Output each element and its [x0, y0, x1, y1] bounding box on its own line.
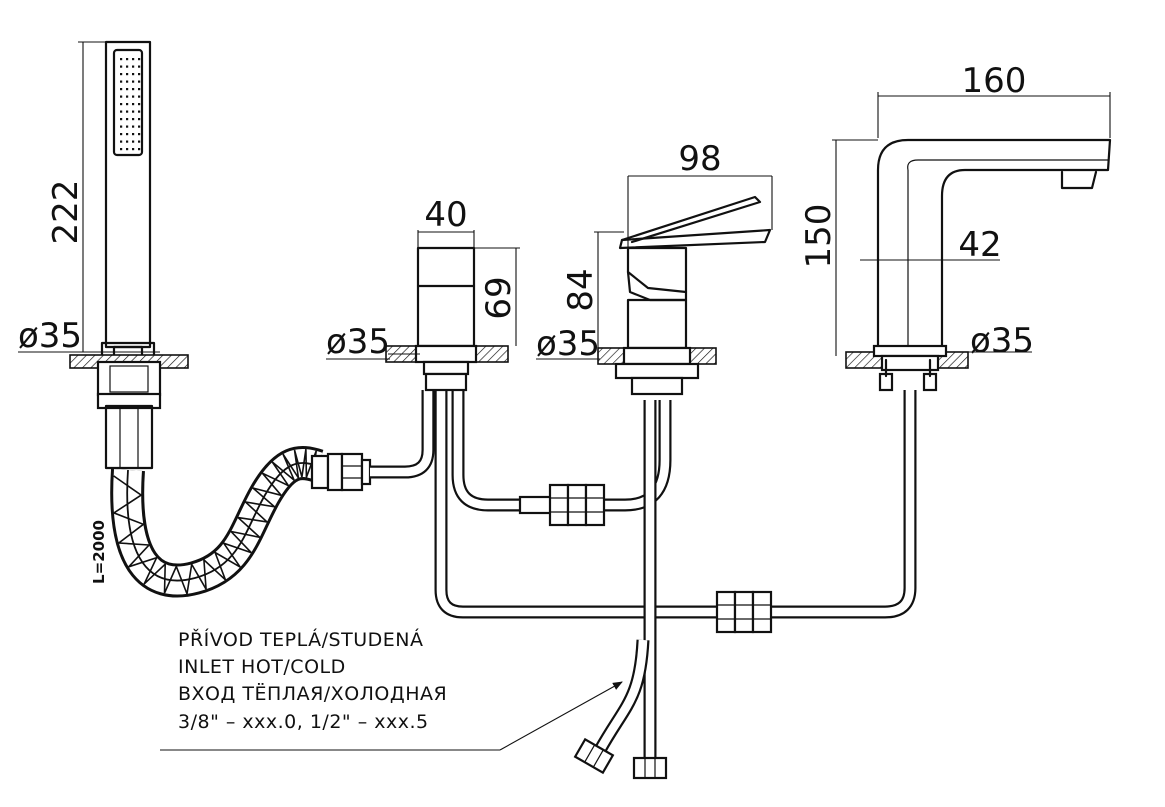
dimension-lines — [18, 41, 1111, 751]
diverter — [385, 246, 509, 392]
pipe-connector-upper — [518, 483, 606, 527]
mixer-height-label: 84 — [561, 268, 601, 311]
spout — [845, 138, 1112, 392]
inlet-end-fittings — [573, 737, 668, 780]
diverter-width-label: 40 — [424, 195, 467, 235]
shower-nozzle-dots — [120, 58, 141, 151]
hand-shower-holder — [69, 354, 189, 470]
hose-length-label: L=2000 — [90, 520, 108, 584]
inlet-note-line-1: PŘÍVOD TEPLÁ/STUDENÁ — [178, 628, 423, 651]
spout-length-label: 160 — [962, 61, 1027, 101]
inlet-note-line-2: INLET HOT/COLD — [178, 656, 346, 678]
inlet-note-line-4: 3/8" – xxx.0, 1/2" – xxx.5 — [178, 711, 429, 733]
spout-diameter-label: ø35 — [970, 321, 1034, 361]
hose-connector — [310, 452, 372, 492]
mixer-diameter-label: ø35 — [536, 324, 600, 364]
mixer-width-label: 98 — [678, 139, 721, 179]
handshower-diameter-label: ø35 — [18, 316, 82, 356]
supply-pipes — [370, 390, 917, 760]
flexible-hose — [110, 446, 324, 598]
spout-offset-label: 42 — [958, 225, 1001, 265]
inlet-note-line-3: ВХОД ТЁПЛАЯ/ХОЛОДНАЯ — [178, 682, 447, 705]
diverter-diameter-label: ø35 — [326, 322, 390, 362]
mixer — [597, 195, 772, 396]
pipe-connector-lower — [715, 590, 773, 634]
hand-shower — [100, 40, 156, 365]
handshower-length-label: 222 — [46, 180, 86, 245]
diverter-height-label: 69 — [479, 276, 519, 319]
spout-height-label: 150 — [799, 204, 839, 269]
